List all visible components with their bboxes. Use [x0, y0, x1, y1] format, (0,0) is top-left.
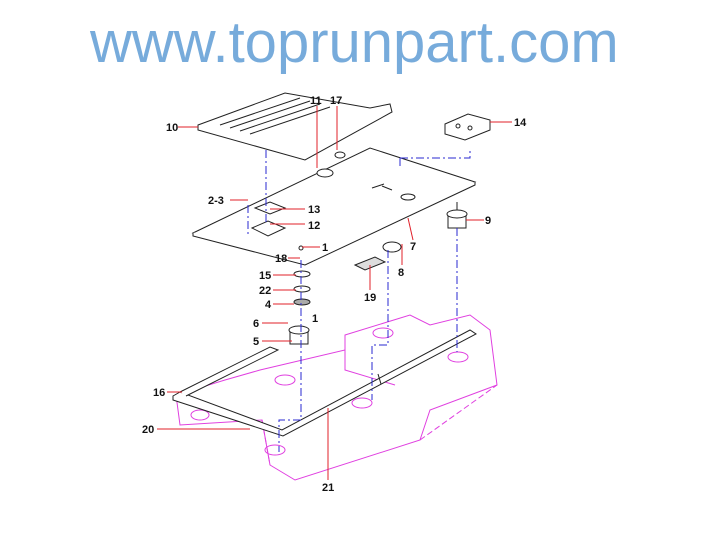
callout-6: 6: [253, 318, 259, 330]
callout-8: 8: [398, 267, 404, 279]
callout-11: 11: [310, 95, 322, 107]
frame-rail: [172, 329, 477, 437]
main-plate: [191, 147, 477, 266]
base-housing: [175, 314, 498, 481]
callout-5: 5: [253, 336, 259, 348]
callout-12: 12: [308, 220, 320, 232]
tray: [197, 92, 393, 161]
callout-18: 18: [275, 253, 287, 265]
callout-13: 13: [308, 204, 320, 216]
callout-20: 20: [142, 424, 154, 436]
assembly-axes: [247, 150, 471, 452]
callout-labels: 10 11 17 14 2-3 13 12 1 18 15 22 4 6 1 5…: [142, 95, 527, 494]
callout-15: 15: [259, 270, 271, 282]
callout-4: 4: [265, 299, 272, 311]
callout-10: 10: [166, 122, 178, 134]
bracket-14: [444, 113, 491, 141]
watermark: www.toprunpart.com: [89, 10, 619, 75]
callout-7: 7: [410, 241, 416, 253]
callout-17: 17: [330, 95, 342, 107]
washers: [293, 256, 387, 306]
callout-1-top: 1: [322, 242, 328, 254]
callout-2-3: 2-3: [208, 195, 224, 207]
callout-14: 14: [514, 117, 527, 129]
callout-21: 21: [322, 482, 334, 494]
callout-19: 19: [364, 292, 376, 304]
motor-9: [446, 202, 468, 229]
motor-5: [288, 325, 310, 345]
callout-9: 9: [485, 215, 491, 227]
callout-22: 22: [259, 285, 271, 297]
leader-lines: [157, 106, 512, 480]
callout-16: 16: [153, 387, 165, 399]
callout-1-bottom: 1: [312, 313, 318, 325]
